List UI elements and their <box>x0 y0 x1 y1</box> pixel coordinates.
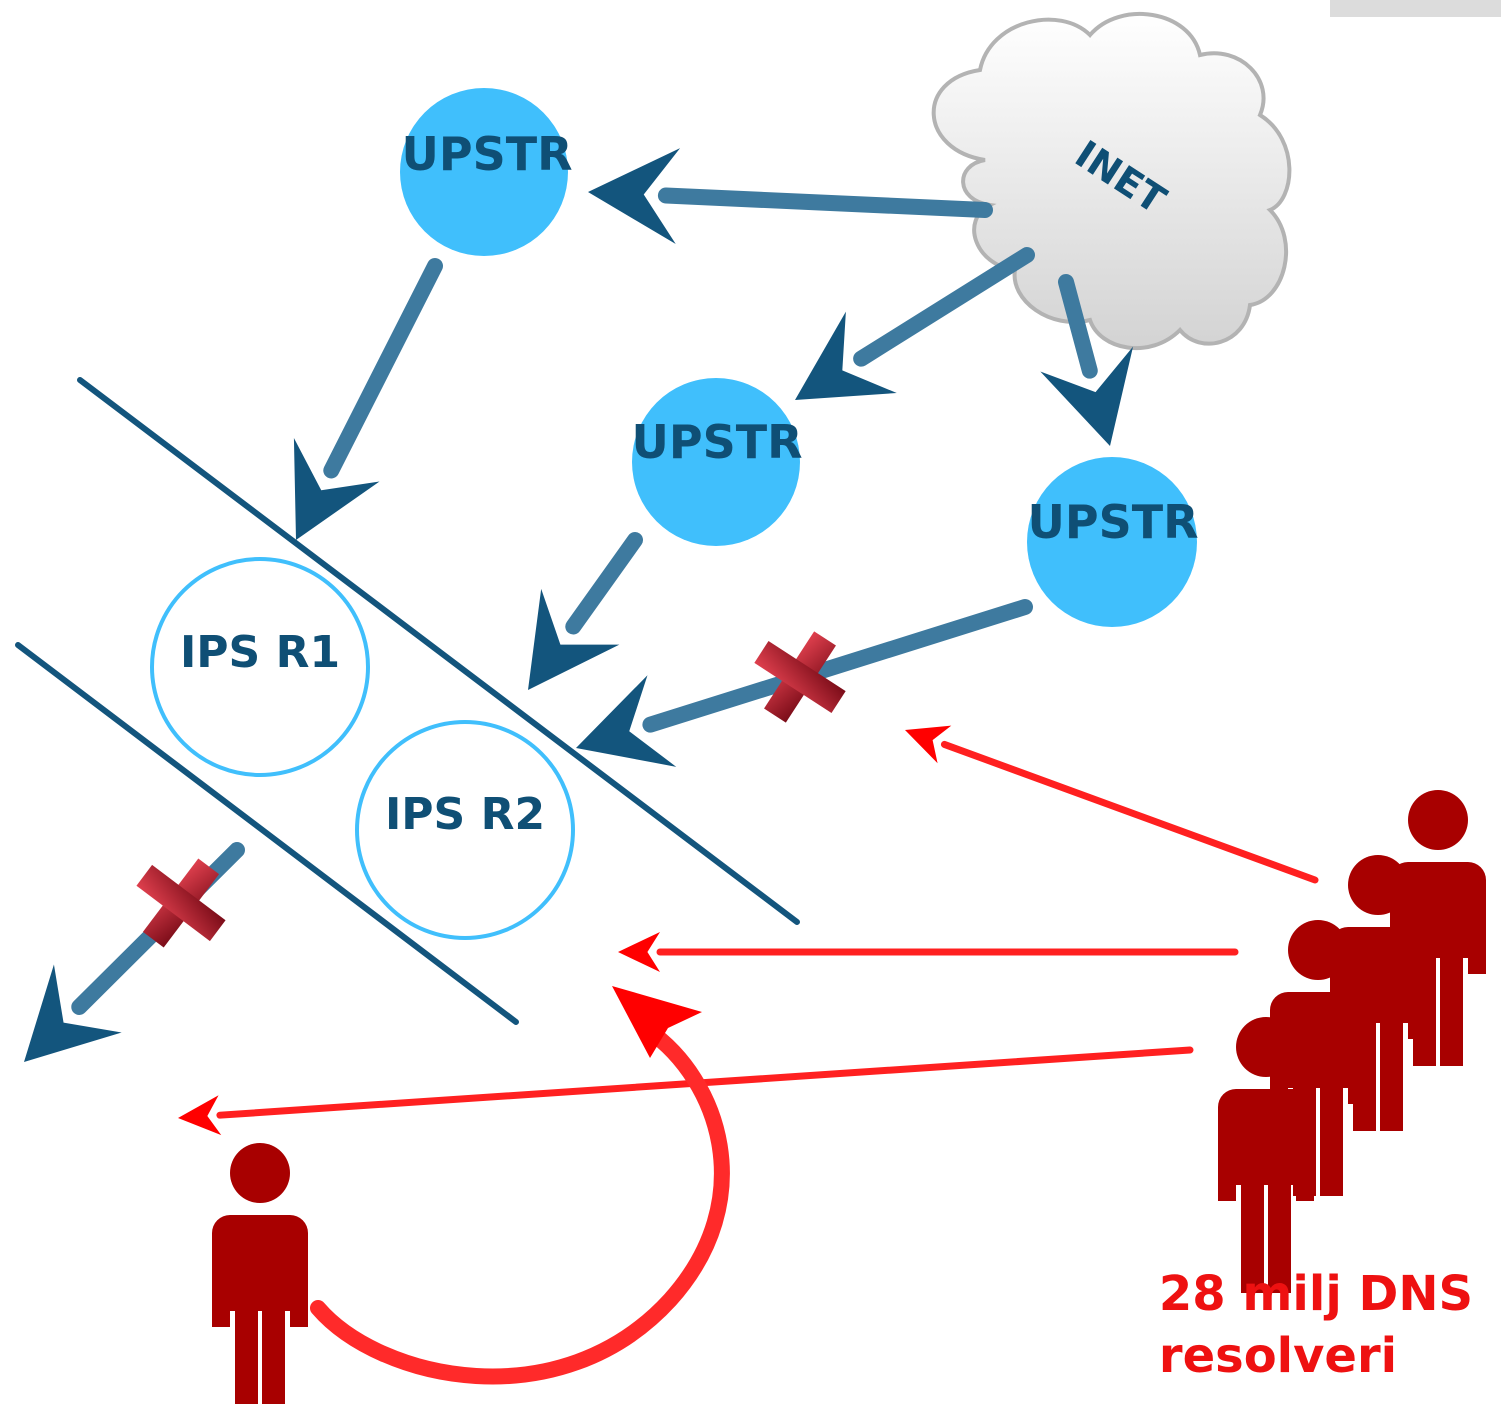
attack-arrow-head <box>178 1095 222 1136</box>
ips-r2-label: IPS R2 <box>385 789 545 840</box>
upstream-arrow-head <box>293 438 380 540</box>
attack-arrow-head <box>618 932 660 972</box>
resolver-count-caption-line2: resolveri <box>1159 1328 1397 1384</box>
upstream-top-label: UPSTR <box>402 127 573 181</box>
attack-arrows <box>178 725 1319 1136</box>
upstream-node-right <box>1027 457 1197 627</box>
person-icon <box>212 1143 308 1404</box>
upstream-arrow-shaft <box>1058 274 1098 379</box>
upstream-arrow-head <box>24 964 122 1062</box>
upstream-arrow-shaft <box>565 532 643 635</box>
upstream-arrow-head <box>588 148 681 245</box>
upstream-arrow-head <box>576 675 677 767</box>
upstream-arrow-head <box>1040 346 1134 446</box>
upstream-node-top <box>400 88 568 256</box>
ips-r1-node <box>150 557 370 777</box>
blocked-x-icon <box>754 631 846 723</box>
upstream-arrow-shaft <box>853 247 1035 367</box>
upstream-arrow-head <box>795 311 897 400</box>
attack-arrow-head <box>905 725 952 764</box>
upstream-middle-label: UPSTR <box>632 415 803 469</box>
upstream-arrow-shaft <box>657 187 993 218</box>
upstream-arrow-head <box>528 588 620 690</box>
corner-tab <box>1330 0 1501 17</box>
attack-arrow-shaft <box>940 740 1319 884</box>
reflection-curve-arrow <box>310 986 730 1385</box>
ips-r1-label: IPS R1 <box>180 627 340 678</box>
ips-boundary-line-outer <box>77 377 800 925</box>
upstream-arrow-shaft <box>323 258 443 479</box>
upstream-node-middle <box>632 378 800 546</box>
person-icon <box>1218 1017 1314 1293</box>
upstream-right-label: UPSTR <box>1028 495 1199 549</box>
ips-r2-node <box>355 720 575 940</box>
resolver-count-caption: 28 milj DNS <box>1159 1266 1473 1322</box>
upstream-arrow-shaft <box>642 599 1033 733</box>
resolver-crowd <box>212 790 1486 1404</box>
blocked-x-icon <box>136 858 226 948</box>
ips-boundary-line-inner <box>15 642 519 1025</box>
